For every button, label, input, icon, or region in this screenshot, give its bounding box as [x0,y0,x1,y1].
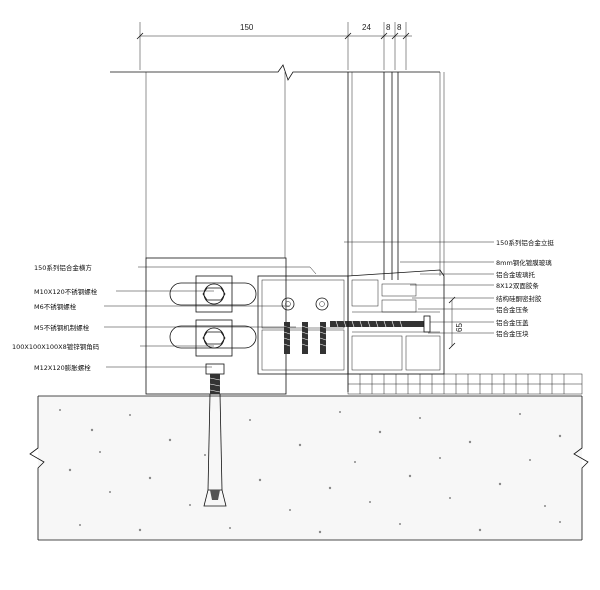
dimension-8b: 8 [397,23,402,32]
tile-band [347,373,583,395]
label-m10-bolt: M10X120不锈钢螺栓 [34,287,98,296]
m10-bolt-slot-upper [169,275,257,313]
dimension-24: 24 [362,23,371,32]
dimension-150: 150 [240,23,254,32]
label-m6-bolt: M6不锈钢螺栓 [34,302,77,311]
label-pressure-strip: 铝合金压条 [496,305,529,314]
label-steel-angle: 100X100X100X8镀锌钢角码 [12,342,100,351]
side-dimension-65 [448,296,456,350]
top-dimension-lines [136,22,412,70]
mullion-verticals [145,72,445,392]
m6-screw-set [283,322,327,354]
label-sealant: 结构硅酮密封胶 [496,294,542,303]
left-leader-lines [104,266,317,368]
right-leader-lines [344,241,494,334]
glass-support-assembly [347,269,445,375]
dimension-8a: 8 [386,23,391,32]
m12-expansion-bolt [203,363,227,507]
label-tape: 8X12双面胶条 [496,281,539,290]
label-transom: 150系列铝合金横方 [34,263,92,272]
label-mullion: 150系列铝合金立挺 [496,238,554,247]
m5-machine-screw [330,315,431,333]
dimension-65: 65 [455,323,464,332]
m10-bolt-slot-lower [169,319,257,357]
concrete-texture [59,409,562,534]
label-glass: 8mm钢化镀膜玻璃 [496,258,552,267]
label-pressure-block: 铝合金压块 [496,329,529,338]
label-glass-tray: 铝合金玻璃托 [496,270,536,279]
concrete-slab [29,395,589,541]
label-m5-screw: M5不锈钢机制螺栓 [34,323,90,332]
label-m12-expansion-bolt: M12X120膨胀螺栓 [34,363,91,372]
break-line-top [110,64,440,81]
label-cover-cap: 铝合金压盖 [496,318,529,327]
